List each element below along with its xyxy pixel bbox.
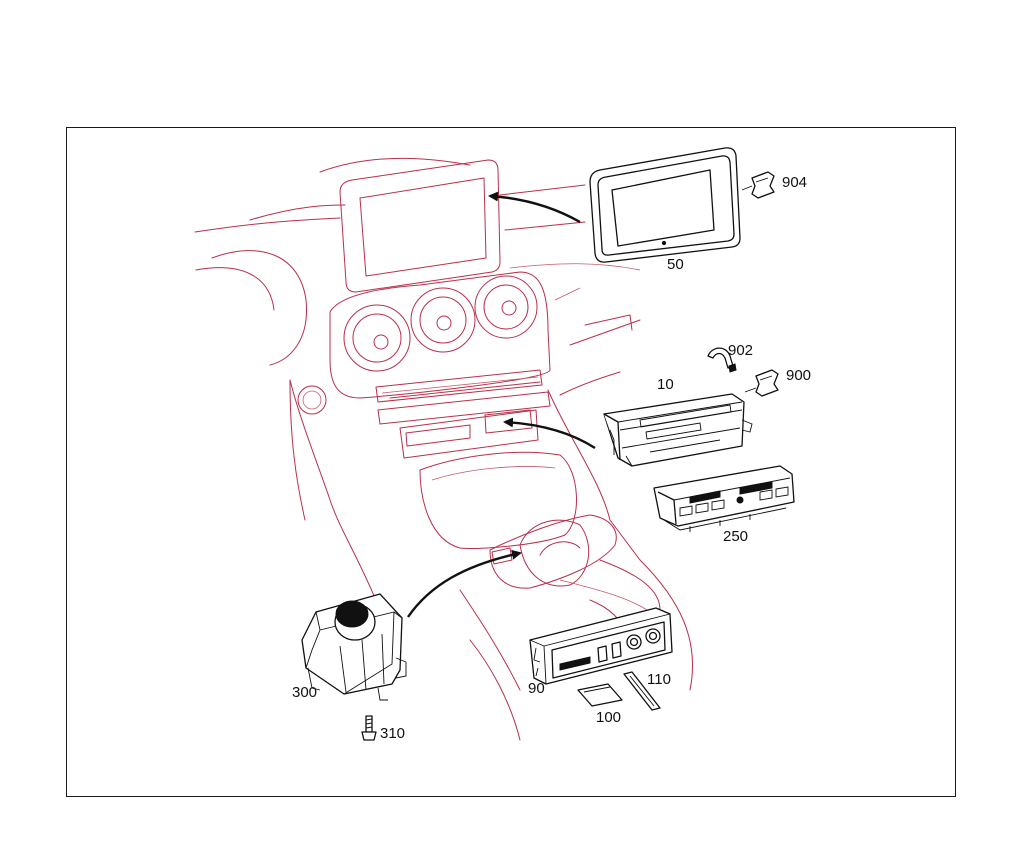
switch-panel-90-part: [529, 607, 673, 685]
controller-300-part: [301, 593, 407, 701]
screw-310-part: [361, 715, 377, 741]
callout-300: 300: [292, 684, 317, 701]
connector-904-part: [741, 171, 775, 199]
callout-310: 310: [380, 725, 405, 742]
callout-labels: 50 904 902 900 10 250 300 310 90 100 110: [292, 174, 811, 742]
display-screen-part: [589, 147, 741, 263]
callout-10: 10: [657, 376, 674, 393]
callout-100: 100: [596, 709, 621, 726]
callout-110: 110: [647, 671, 671, 688]
callout-90: 90: [528, 680, 545, 697]
connector-900-part: [744, 369, 779, 397]
callout-50: 50: [667, 256, 684, 273]
callout-902: 902: [728, 342, 753, 359]
arrow-screen-to-dash: [488, 191, 581, 224]
card-110-part: [623, 671, 661, 711]
callout-250: 250: [723, 528, 748, 545]
arrow-unit-to-dash: [503, 417, 596, 450]
cable-902-part: [707, 347, 737, 373]
callout-904: 904: [782, 174, 807, 191]
card-100-part: [577, 683, 623, 707]
head-unit-10-part: [603, 393, 753, 467]
dashboard-context-drawing: [194, 157, 694, 741]
diagram-frame: [66, 127, 956, 797]
climate-panel-250-part: [653, 465, 795, 532]
assembly-arrows: [407, 191, 596, 618]
callout-900: 900: [786, 367, 811, 384]
arrow-controller-to-console: [407, 549, 522, 618]
